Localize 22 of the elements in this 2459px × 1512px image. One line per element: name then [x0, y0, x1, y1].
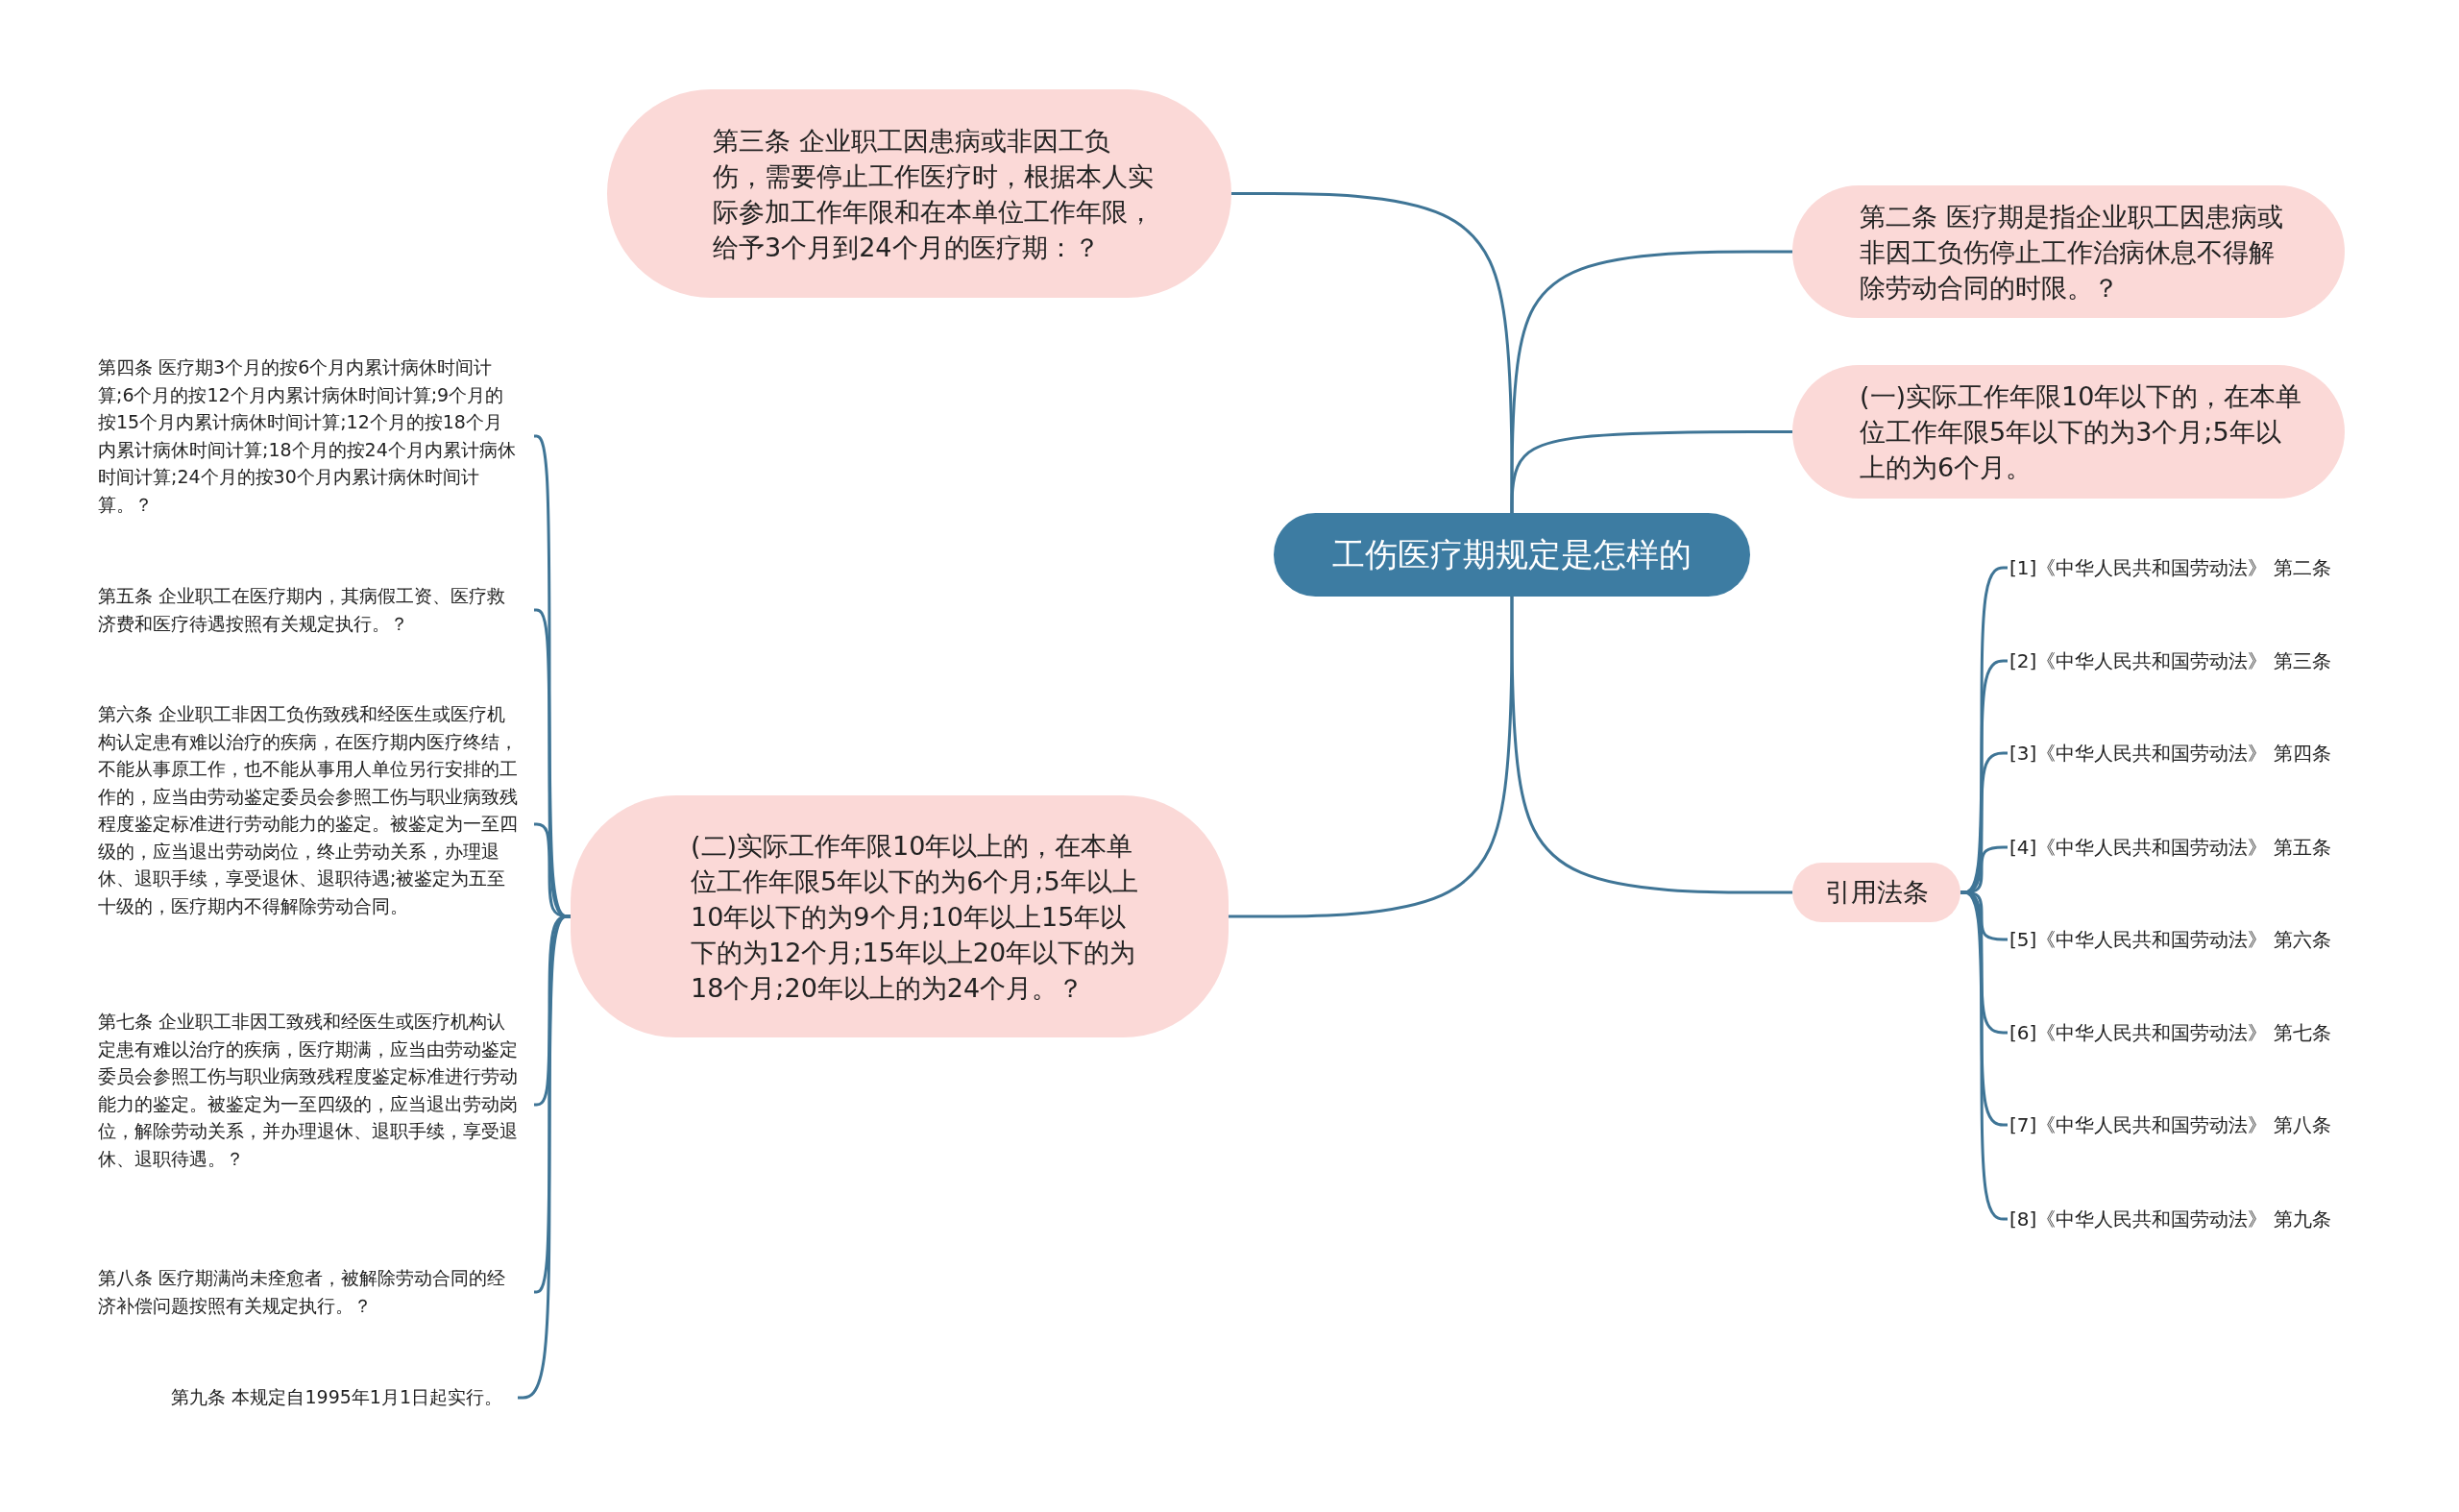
article-text: 第八条 医疗期满尚未痊愈者，被解除劳动合同的经济补偿问题按照有关规定执行。？ [98, 1264, 532, 1320]
article-text: 第四条 医疗期3个月的按6个月内累计病休时间计算;6个月的按12个月内累计病休时间计算;9个月的按15个月内累计病休时间计算;12个月的按18个月内累计病休时间计算;18个月的按24个月内累计病休时间计算;24个月的按30个月内累计病休时间计算。？ [98, 354, 532, 519]
connector-line [1510, 597, 1792, 894]
citation-text: [3]《中华人民共和国劳动法》 第四条 [2009, 738, 2374, 768]
article-text: 第六条 企业职工非因工负伤致残和经医生或医疗机构认定患有难以治疗的疾病，在医疗期内医疗终结，不能从事原工作，也不能从事用人单位另行安排的工作的，应当由劳动鉴定委员会参照工伤与职业病致残程度鉴定标准进行劳动能力的鉴定。被鉴定为一至四级的，应当退出劳动岗位，终止劳动关系，办理退休、退职手续，享受退休、退职待遇;被鉴定为五至十级的，医疗期内不得解除劳动合同。 [98, 700, 532, 948]
citation-text: [8]《中华人民共和国劳动法》 第九条 [2009, 1204, 2374, 1234]
citation-text: [6]《中华人民共和国劳动法》 第七条 [2009, 1017, 2374, 1048]
connector-line [1510, 430, 1792, 513]
article-text: 第五条 企业职工在医疗期内，其病假工资、医疗救济费和医疗待遇按照有关规定执行。？ [98, 582, 532, 638]
citation-text: [1]《中华人民共和国劳动法》 第二条 [2009, 552, 2374, 583]
topic-text: (一)实际工作年限10年以下的，在本单位工作年限5年以下的为3个月;5年以上的为6个月。 [1860, 380, 2303, 484]
topic-text: 引用法条 [1824, 876, 1929, 909]
topic-text: 工伤医疗期规定是怎样的 [1332, 533, 1692, 575]
article-text: 第九条 本规定自1995年1月1日起实行。 [98, 1383, 516, 1412]
citation-text: [4]《中华人民共和国劳动法》 第五条 [2009, 832, 2374, 863]
topic-text: (二)实际工作年限10年以上的，在本单位工作年限5年以下的为6个月;5年以上10年以下的为9个月;10年以上15年以下的为12个月;15年以上20年以下的为18个月;20年以上的为24个月。？ [691, 829, 1139, 1005]
citation-text: [5]《中华人民共和国劳动法》 第六条 [2009, 924, 2374, 955]
topic-text: 第二条 医疗期是指企业职工因患病或非因工负伤停止工作治病休息不得解除劳动合同的时限。？ [1860, 200, 2284, 305]
topic-text: 第三条 企业职工因患病或非因工负伤，需要停止工作医疗时，根据本人实际参加工作年限和在本单位工作年限，给予3个月到24个月的医疗期：？ [713, 124, 1155, 264]
article-text: 第七条 企业职工非因工致残和经医生或医疗机构认定患有难以治疗的疾病，医疗期满，应当由劳动鉴定委员会参照工伤与职业病致残程度鉴定标准进行劳动能力的鉴定。被鉴定为一至四级的，应当退出劳动岗位，解除劳动关系，并办理退休、退职手续，享受退休、退职待遇。？ [98, 1008, 532, 1202]
citation-text: [7]《中华人民共和国劳动法》 第八条 [2009, 1110, 2374, 1140]
citation-text: [2]《中华人民共和国劳动法》 第三条 [2009, 646, 2374, 676]
